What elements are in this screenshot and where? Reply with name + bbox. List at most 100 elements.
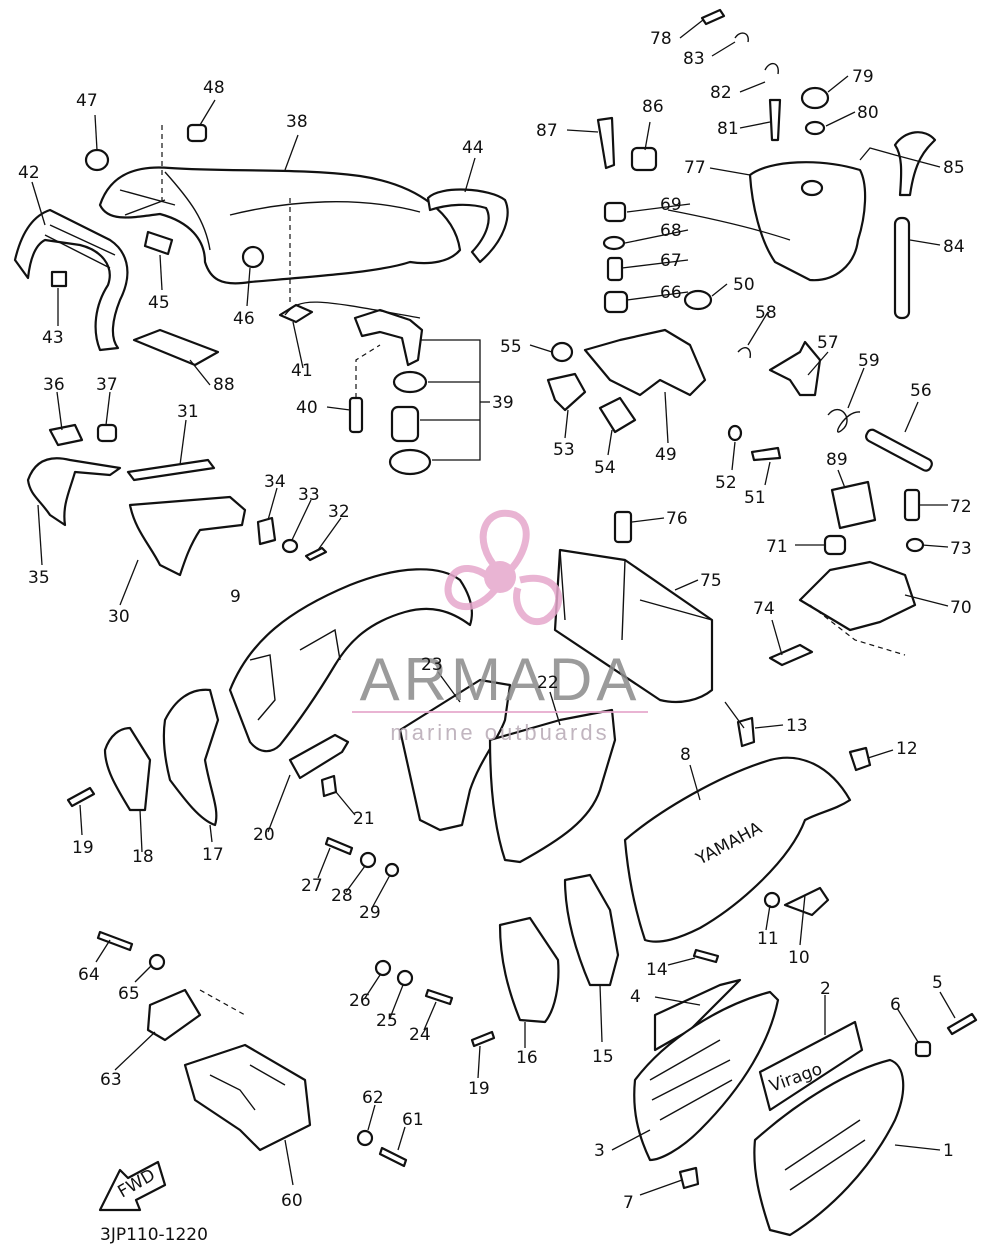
part-label: 44: [462, 138, 484, 158]
diagram-code: 3JP110-1220: [100, 1225, 208, 1245]
part-label: 75: [700, 571, 722, 591]
part-label: 14: [646, 960, 668, 980]
shaft-56: [865, 428, 933, 472]
part-label: 37: [96, 375, 118, 395]
collar-67: [606, 256, 624, 282]
cover-17: [162, 688, 220, 827]
part-label: 4: [630, 987, 641, 1007]
part-label: 31: [177, 402, 199, 422]
part-label: 71: [766, 537, 788, 557]
part-label: 74: [753, 599, 775, 619]
clip-21: [320, 774, 338, 798]
clip-43: [50, 270, 68, 288]
part-label: 54: [594, 458, 616, 478]
pad-45: [143, 230, 174, 256]
part-label: 67: [660, 251, 682, 271]
stay-74: [768, 643, 814, 667]
part-label: 11: [757, 929, 779, 949]
handle-44: [426, 188, 509, 264]
cover-18: [103, 726, 152, 812]
part-label: 51: [744, 488, 766, 508]
washer-28: [359, 851, 377, 869]
clip-58: [737, 347, 752, 359]
part-label: 6: [890, 995, 901, 1015]
washer-52: [727, 424, 743, 442]
part-label: 83: [683, 49, 705, 69]
part-label: 45: [148, 293, 170, 313]
part-label: 32: [328, 502, 350, 522]
part-label: 27: [301, 876, 323, 896]
bolt-27: [324, 836, 354, 856]
part-label: 66: [660, 283, 682, 303]
rear-fender-9: [228, 568, 474, 753]
part-label: 48: [203, 78, 225, 98]
part-label: 56: [910, 381, 932, 401]
side-panel-3: [633, 990, 780, 1162]
strip-31: [126, 458, 216, 482]
bracket-20: [288, 733, 350, 780]
part-label: 20: [253, 825, 275, 845]
part-label: 12: [896, 739, 918, 759]
clip-7: [678, 1166, 700, 1190]
gasket-88: [132, 328, 220, 367]
part-label: 59: [858, 351, 880, 371]
part-label: 61: [402, 1110, 424, 1130]
bracket-70: [798, 560, 917, 632]
part-label: 43: [42, 328, 64, 348]
part-label: 46: [233, 309, 255, 329]
part-label: 85: [943, 158, 965, 178]
part-label: 39: [492, 393, 514, 413]
nut-25: [396, 969, 414, 987]
part-label: 80: [857, 103, 879, 123]
propeller-logo-icon: [444, 509, 563, 626]
reservoir-77: [748, 161, 867, 282]
part-label: 24: [409, 1025, 431, 1045]
part-label: 5: [932, 973, 943, 993]
part-label: 76: [666, 509, 688, 529]
part-label: 88: [213, 375, 235, 395]
part-label: 81: [717, 119, 739, 139]
plate-22: [488, 708, 617, 864]
side-cover-30: [128, 495, 247, 577]
washer-29: [384, 862, 400, 878]
part-drawings: YAMAHA Virago: [13, 8, 978, 1237]
pin-78: [700, 8, 726, 26]
part-label: 23: [421, 655, 443, 675]
spring-59: [827, 408, 861, 433]
part-label: 79: [852, 67, 874, 87]
part-label: 68: [660, 221, 682, 241]
part-label: 49: [655, 445, 677, 465]
battery-box-75: [553, 548, 714, 704]
part-label: 65: [118, 984, 140, 1004]
part-label: 63: [100, 1070, 122, 1090]
part-label: 70: [950, 598, 972, 618]
bolt-5: [946, 1012, 978, 1036]
part-label: 72: [950, 497, 972, 517]
part-label: 87: [536, 121, 558, 141]
bracket-35: [26, 457, 122, 527]
part-label: 19: [72, 838, 94, 858]
collar-6: [914, 1040, 932, 1058]
bracket-60: [183, 1043, 312, 1152]
part-label: 78: [650, 29, 672, 49]
bolt-64: [96, 930, 134, 952]
part-label: 34: [264, 472, 286, 492]
washer-68: [602, 235, 626, 251]
part-label: 17: [202, 845, 224, 865]
nut-55: [550, 341, 574, 363]
part-label: 25: [376, 1011, 398, 1031]
washer-80: [804, 120, 826, 136]
side-cover-1: [753, 1058, 905, 1237]
part-label: 89: [826, 450, 848, 470]
decal-4: [653, 978, 742, 1052]
part-label: 13: [786, 716, 808, 736]
washer-33: [281, 538, 299, 554]
part-label: 62: [362, 1088, 384, 1108]
bracket-34: [256, 516, 277, 546]
front-cover-38: [98, 125, 462, 305]
screw-14: [692, 948, 720, 964]
plate-23: [398, 678, 512, 832]
part-label: 40: [296, 398, 318, 418]
holder-53: [546, 372, 587, 412]
